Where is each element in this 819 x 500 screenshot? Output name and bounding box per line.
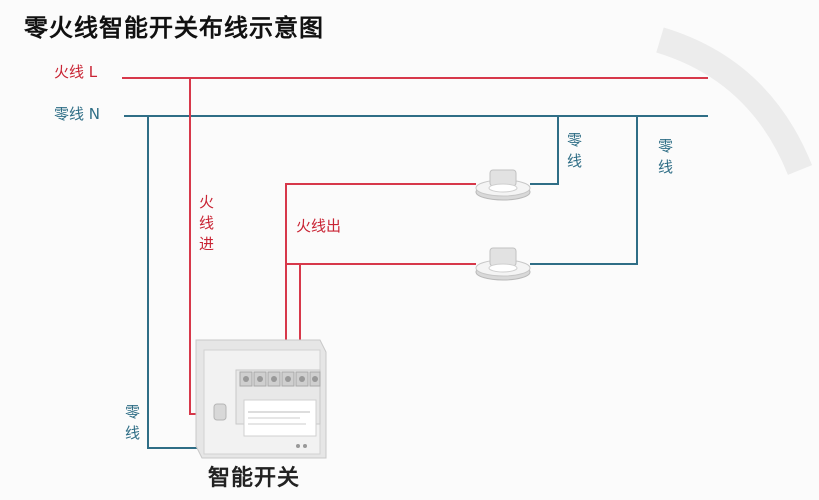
neutral-lamp2-wire bbox=[530, 116, 638, 265]
wall-switch-icon bbox=[195, 339, 327, 459]
neutral-lamp1-wire bbox=[530, 116, 559, 185]
neutral-main-label: 零线 N bbox=[54, 105, 100, 123]
live-out-wire-lamp1 bbox=[285, 183, 476, 378]
neutral-switch-label: 零线 bbox=[124, 403, 140, 442]
neutral-lamp2-label: 零线 bbox=[657, 137, 673, 176]
background-arc bbox=[656, 27, 813, 175]
diagram-title: 零火线智能开关布线示意图 bbox=[24, 14, 324, 42]
neutral-lamp1-label: 零线 bbox=[566, 131, 582, 170]
downlight-icon bbox=[475, 247, 531, 281]
downlight-icon bbox=[475, 169, 531, 201]
switch-caption: 智能开关 bbox=[208, 466, 301, 491]
live-main-label: 火线 L bbox=[54, 63, 98, 81]
live-in-label: 火线进 bbox=[198, 193, 214, 253]
live-out-label: 火线出 bbox=[296, 217, 342, 235]
